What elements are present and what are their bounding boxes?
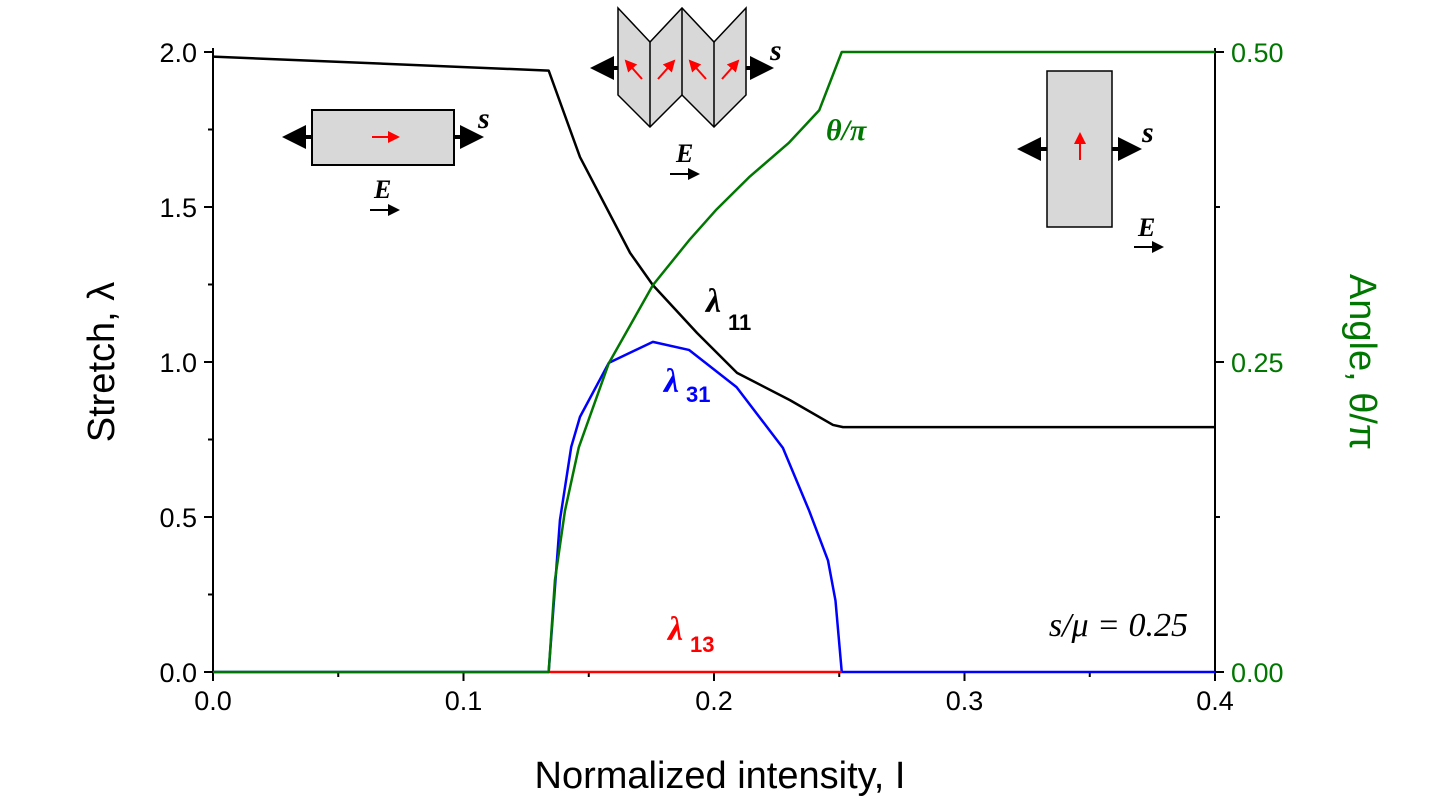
y2-tick-label: 0.50: [1231, 38, 1284, 68]
svg-text:s: s: [1141, 116, 1154, 149]
theta-line: [213, 50, 1215, 674]
x-tick-label: 0.2: [695, 686, 733, 716]
x-tick-label: 0.3: [946, 686, 984, 716]
svg-text:s: s: [769, 34, 782, 67]
inset-flat-state: s E: [282, 102, 490, 216]
svg-text:11: 11: [728, 310, 751, 335]
lambda11-line: [212, 55, 1215, 429]
x-tick-label: 0.4: [1196, 686, 1234, 716]
y-tick-label: 0.5: [159, 503, 197, 533]
inset-folded-state: s E: [590, 6, 782, 180]
y-axis-label: Stretch, λ: [81, 282, 123, 443]
y-tick-label: 1.5: [159, 193, 197, 223]
svg-text:λ: λ: [662, 363, 679, 400]
series-label-lambda11: λ 11: [704, 283, 751, 335]
svg-text:λ: λ: [666, 611, 683, 648]
inset-rotated-state: s E: [1017, 70, 1164, 253]
x-tick-label: 0.1: [445, 686, 483, 716]
svg-text:31: 31: [686, 382, 710, 407]
series-group: [212, 50, 1215, 674]
svg-text:13: 13: [690, 632, 714, 657]
svg-text:λ: λ: [704, 283, 721, 320]
y-tick-label: 1.0: [159, 348, 197, 378]
y2-axis-label: Angle, θ/π: [1341, 274, 1383, 450]
x-tick-label: 0.0: [194, 686, 232, 716]
series-label-lambda31: λ 31: [662, 363, 710, 407]
svg-text:E: E: [1137, 213, 1155, 242]
axes: 0.0 0.1 0.2 0.3 0.4 0.0 0.5 1.0 1.5 2.0 0.00 0.25 0.…: [159, 38, 1283, 716]
y2-tick-label: 0.25: [1231, 348, 1284, 378]
y2-tick-label: 0.00: [1231, 658, 1284, 688]
series-label-theta: θ/π: [826, 114, 867, 147]
y-tick-label: 0.0: [159, 658, 197, 688]
annotation-s-mu: s/μ = 0.25: [1049, 607, 1188, 644]
svg-text:E: E: [675, 139, 693, 168]
lambda31-line: [213, 340, 1215, 674]
svg-text:s: s: [477, 102, 490, 135]
series-label-lambda13: λ 13: [666, 611, 714, 657]
svg-text:E: E: [373, 175, 391, 204]
x-axis-label: Normalized intensity, I: [535, 755, 906, 797]
y-tick-label: 2.0: [159, 38, 197, 68]
